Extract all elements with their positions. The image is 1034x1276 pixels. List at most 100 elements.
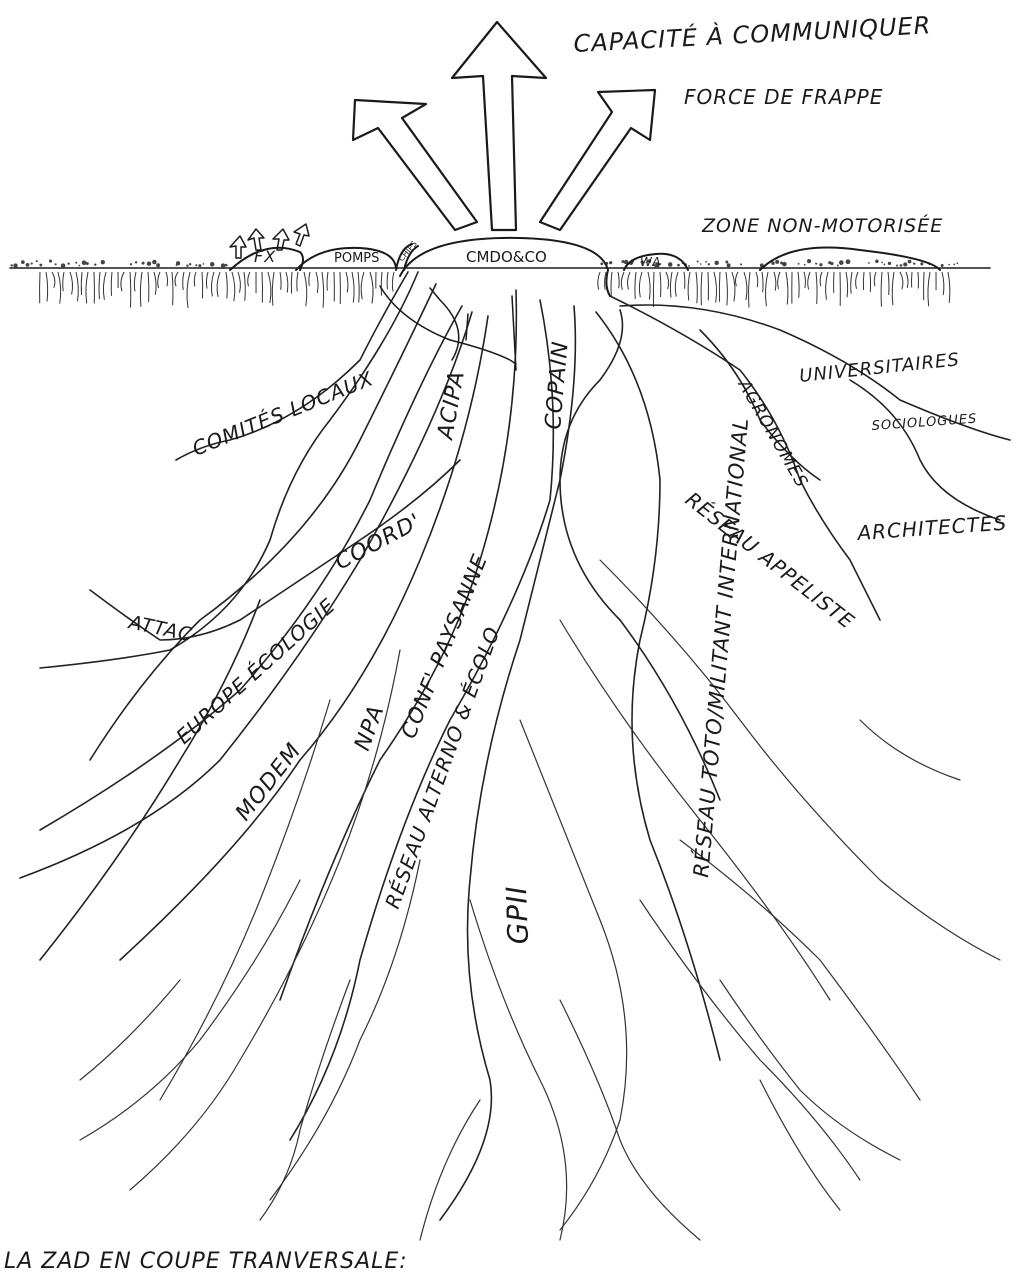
pebble [883, 263, 885, 265]
pebble [156, 263, 160, 267]
grass-root [352, 272, 354, 303]
pebble [49, 260, 52, 263]
grass-root [381, 272, 382, 296]
comites-label: COMITÉS LOCAUX [189, 366, 377, 461]
pebble [203, 263, 205, 265]
pebble [21, 260, 25, 264]
grass-root [154, 272, 156, 295]
grass-root [248, 272, 250, 286]
pebble [839, 260, 844, 265]
npa-label: NPA [350, 702, 389, 754]
modem-label: MODEM [231, 738, 307, 825]
international-label: RÉSEAU TOTO/MILITANT INTERNATIONAL [688, 416, 753, 878]
pebble [195, 264, 197, 266]
pebble [740, 263, 742, 265]
grass-root [387, 272, 388, 289]
grass-root [217, 272, 220, 297]
grass-root [621, 272, 624, 290]
grass-root [226, 272, 227, 298]
fx-label: FX [254, 247, 276, 266]
grass-root [774, 272, 776, 291]
grass-root [749, 272, 750, 308]
grass-root [660, 272, 661, 297]
grass-root [804, 272, 805, 288]
pebble [819, 263, 822, 266]
grass-root [202, 272, 203, 298]
grass-root [361, 272, 364, 299]
architectes-label: ARCHITECTES [855, 511, 1008, 546]
grass-root [111, 272, 112, 296]
grass-root [756, 272, 758, 287]
grass-root [863, 272, 864, 290]
grass-root [158, 272, 160, 288]
cmdo-label: CMDO&CO [466, 248, 547, 266]
pebble [953, 264, 955, 266]
grass-root [121, 272, 124, 291]
grass-root [99, 272, 100, 299]
pebble [61, 263, 66, 268]
pebble [78, 265, 80, 267]
pebble [714, 261, 718, 265]
grass-root [911, 272, 912, 288]
grass-root [280, 272, 281, 290]
pebble [837, 265, 839, 267]
pebble [941, 264, 944, 267]
pebble [39, 264, 42, 267]
grass-root [183, 272, 184, 290]
grass-root [688, 272, 690, 300]
pebble [775, 260, 779, 264]
grass-root [262, 272, 263, 303]
europe-label: EUROPE ÉCOLOGIE [171, 593, 340, 748]
pebble [708, 263, 710, 265]
pebble [957, 262, 959, 264]
pebble [908, 260, 912, 264]
pebble [210, 262, 215, 267]
grass-root [892, 272, 894, 305]
pebble [94, 264, 96, 266]
pebble [688, 265, 690, 267]
pebble [600, 262, 603, 265]
grass-root [358, 272, 359, 302]
grass-root [618, 272, 619, 288]
grass-root [140, 272, 142, 307]
grass-root [63, 272, 64, 291]
grass-root [172, 272, 173, 305]
pebble [13, 263, 17, 267]
pebble [130, 263, 132, 265]
grass-root [286, 272, 288, 293]
grass-root [206, 272, 208, 289]
pebble [705, 261, 707, 263]
grass-root [701, 272, 702, 305]
pebble [725, 261, 728, 264]
grass-root [370, 272, 373, 303]
grass-root [735, 272, 738, 286]
pebble [221, 263, 225, 267]
grass-root [856, 272, 858, 289]
grass-root [134, 272, 136, 291]
grass-root [666, 272, 669, 289]
pebble [900, 264, 903, 267]
pebble [82, 260, 87, 265]
grass-root [648, 272, 650, 299]
grass-root [798, 272, 799, 298]
right-long-mound [760, 248, 940, 271]
pebble [198, 264, 201, 267]
pebble [697, 261, 699, 263]
pebble [55, 263, 57, 265]
grass-root [316, 272, 318, 293]
left-arrow-icon [353, 100, 477, 230]
grass-root [670, 272, 672, 298]
center-arrow-icon [452, 22, 546, 230]
grass-root [52, 272, 55, 288]
copain-label: COPAIN [541, 340, 574, 431]
grass-root [627, 272, 630, 290]
cmdo-mound [400, 238, 610, 296]
appeliste-label: RÉSEAU APPELISTE [681, 487, 859, 634]
pebble [782, 262, 787, 267]
grass-root [653, 272, 654, 307]
grass-root [928, 272, 930, 306]
grass-root [942, 272, 944, 295]
grass-root [166, 272, 168, 286]
grass-root [719, 272, 720, 302]
